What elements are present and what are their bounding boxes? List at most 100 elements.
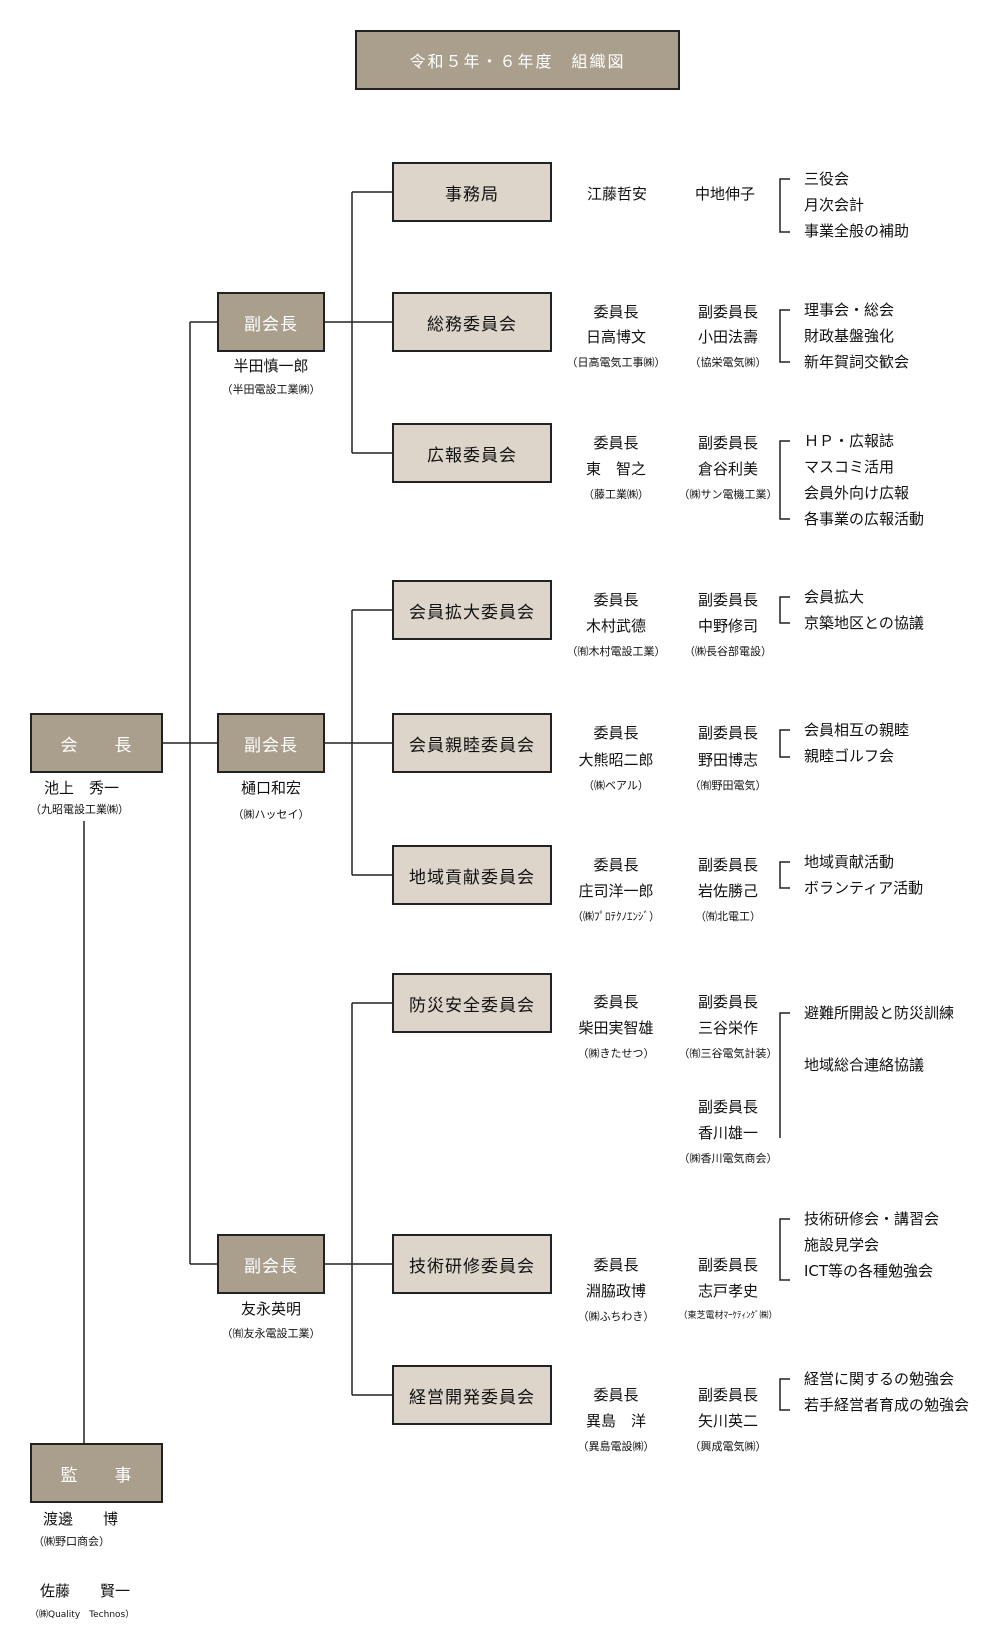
president-role: 会 長	[60, 735, 133, 756]
duty-item: 会員拡大	[804, 588, 865, 606]
member-title: 委員長	[593, 724, 639, 742]
duty-item: 会員外向け広報	[804, 484, 910, 502]
member-company: （㈲北電工）	[695, 910, 761, 923]
member-title: 委員長	[593, 1256, 639, 1274]
member-company: （㈱ふちわき）	[577, 1310, 655, 1323]
vice-president-name: 樋口和宏	[240, 779, 301, 797]
member-name: 岩佐勝己	[697, 882, 758, 900]
duty-list: 経営に関するの勉強会 若手経営者育成の勉強会	[804, 1366, 969, 1418]
duty-item: 財政基盤強化	[804, 327, 895, 345]
auditor-role: 監 事	[60, 1465, 133, 1486]
member-title: 委員長	[593, 591, 639, 609]
vice-president-role: 副会長	[244, 314, 298, 335]
member-company: （㈲三谷電気計装）	[678, 1047, 778, 1060]
duty-item: ボランティア活動	[804, 879, 924, 897]
member-title: 副委員長	[697, 591, 758, 609]
member-name: 江藤哲安	[587, 185, 648, 203]
committee-box-secretariat: 事務局	[392, 162, 552, 222]
committee-box-community: 地域貢献委員会	[392, 845, 552, 905]
vice-president-company: （㈱ハッセイ）	[232, 808, 310, 821]
duty-item: 三役会	[804, 170, 850, 188]
member-name: 木村武德	[585, 617, 646, 635]
duty-item: ICT等の各種勉強会	[804, 1262, 934, 1280]
vice-president-box: 副会長	[217, 292, 325, 352]
duty-item: 避難所開設と防災訓練	[804, 1004, 955, 1022]
duty-list: 会員拡大 京築地区との協議	[804, 584, 924, 636]
committee-name: 技術研修委員会	[409, 1256, 535, 1277]
committee-box-membership: 会員拡大委員会	[392, 580, 552, 640]
member-name: 日高博文	[585, 328, 646, 346]
member-company: （藤工業㈱）	[583, 488, 649, 501]
duty-item: 月次会計	[804, 196, 865, 214]
vice-president-company: （半田電設工業㈱）	[221, 383, 321, 396]
duty-list: 会員相互の親睦 親睦ゴルフ会	[804, 717, 909, 769]
member-company: （㈱ﾌﾟﾛﾃｸﾉｴﾝｼﾞ）	[572, 910, 660, 923]
duty-item: 若手経営者育成の勉強会	[804, 1396, 970, 1414]
committee-name: 防災安全委員会	[409, 995, 535, 1016]
duty-item: 新年賀詞交歓会	[804, 353, 910, 371]
committee-name: 事務局	[445, 184, 499, 205]
duty-item: 地域貢献活動	[804, 853, 895, 871]
member-title: 副委員長	[697, 1098, 758, 1116]
member-company: （㈱香川電気商会）	[678, 1152, 778, 1165]
committee-name: 地域貢献委員会	[409, 867, 535, 888]
committee-box-general-affairs: 総務委員会	[392, 292, 552, 352]
member-company: （㈱サン電機工業）	[678, 488, 778, 501]
member-company: （㈱ベアル）	[583, 779, 649, 792]
member-name: 倉谷利美	[697, 460, 758, 478]
member-title: 委員長	[593, 303, 639, 321]
duty-item: マスコミ活用	[804, 458, 895, 476]
member-name: 淵脇政博	[585, 1282, 646, 1300]
member-title: 副委員長	[697, 303, 758, 321]
committee-box-management: 経営開発委員会	[392, 1365, 552, 1425]
member-company: （㈱長谷部電設）	[684, 645, 772, 658]
duty-item: 施設見学会	[804, 1236, 880, 1254]
member-title: 委員長	[593, 434, 639, 452]
vice-president-name: 半田慎一郎	[233, 357, 309, 375]
committee-name: 広報委員会	[427, 445, 517, 466]
vice-president-box: 副会長	[217, 713, 325, 773]
duty-item: 事業全般の補助	[804, 222, 910, 240]
member-company: （東芝電材ﾏｰｹﾃｨﾝｸﾞ㈱）	[678, 1311, 778, 1321]
member-name: 柴田実智雄	[578, 1019, 654, 1037]
vice-president-company: （㈲友永電設工業）	[221, 1327, 321, 1340]
committee-box-public-relations: 広報委員会	[392, 423, 552, 483]
auditor-company: （㈱野口商会）	[33, 1535, 110, 1548]
duty-item: 京築地区との協議	[804, 614, 924, 632]
member-company: （㈲野田電気）	[689, 779, 767, 792]
committee-box-disaster-safety: 防災安全委員会	[392, 973, 552, 1033]
auditor-name: 佐藤 賢一	[40, 1582, 131, 1600]
vice-president-role: 副会長	[244, 735, 298, 756]
member-title: 副委員長	[697, 434, 758, 452]
chart-title: 令和５年・６年度 組織図	[355, 30, 680, 90]
duty-item: 理事会・総会	[804, 301, 895, 319]
committee-name: 総務委員会	[427, 314, 517, 335]
member-name: 中地伸子	[695, 185, 756, 203]
member-name: 異島 洋	[585, 1412, 646, 1430]
member-name: 庄司洋一郎	[578, 882, 654, 900]
member-company: （㈲木村電設工業）	[566, 645, 666, 658]
duty-item: 技術研修会・講習会	[804, 1210, 940, 1228]
member-title: 委員長	[593, 1386, 639, 1404]
member-name: 小田法壽	[697, 328, 758, 346]
president-box: 会 長	[30, 713, 163, 773]
vice-president-box: 副会長	[217, 1234, 325, 1294]
duty-list: 三役会 月次会計 事業全般の補助	[804, 166, 909, 244]
vice-president-name: 友永英明	[240, 1300, 301, 1318]
duty-item: 地域総合連絡協議	[804, 1056, 925, 1074]
member-company: （㈱きたせつ）	[577, 1047, 655, 1060]
member-title: 副委員長	[697, 856, 758, 874]
member-name: 中野修司	[697, 617, 758, 635]
duty-list: ＨＰ・広報誌 マスコミ活用 会員外向け広報 各事業の広報活動	[804, 428, 924, 532]
member-name: 大熊昭二郎	[578, 751, 654, 769]
member-name: 矢川英二	[697, 1412, 758, 1430]
member-title: 副委員長	[697, 993, 758, 1011]
committee-name: 会員親睦委員会	[409, 735, 535, 756]
member-title: 副委員長	[697, 1386, 758, 1404]
member-company: （協栄電気㈱）	[689, 356, 767, 369]
member-company: （興成電気㈱）	[689, 1440, 767, 1453]
member-title: 委員長	[593, 856, 639, 874]
committee-name: 経営開発委員会	[409, 1387, 535, 1408]
member-title: 副委員長	[697, 1256, 758, 1274]
